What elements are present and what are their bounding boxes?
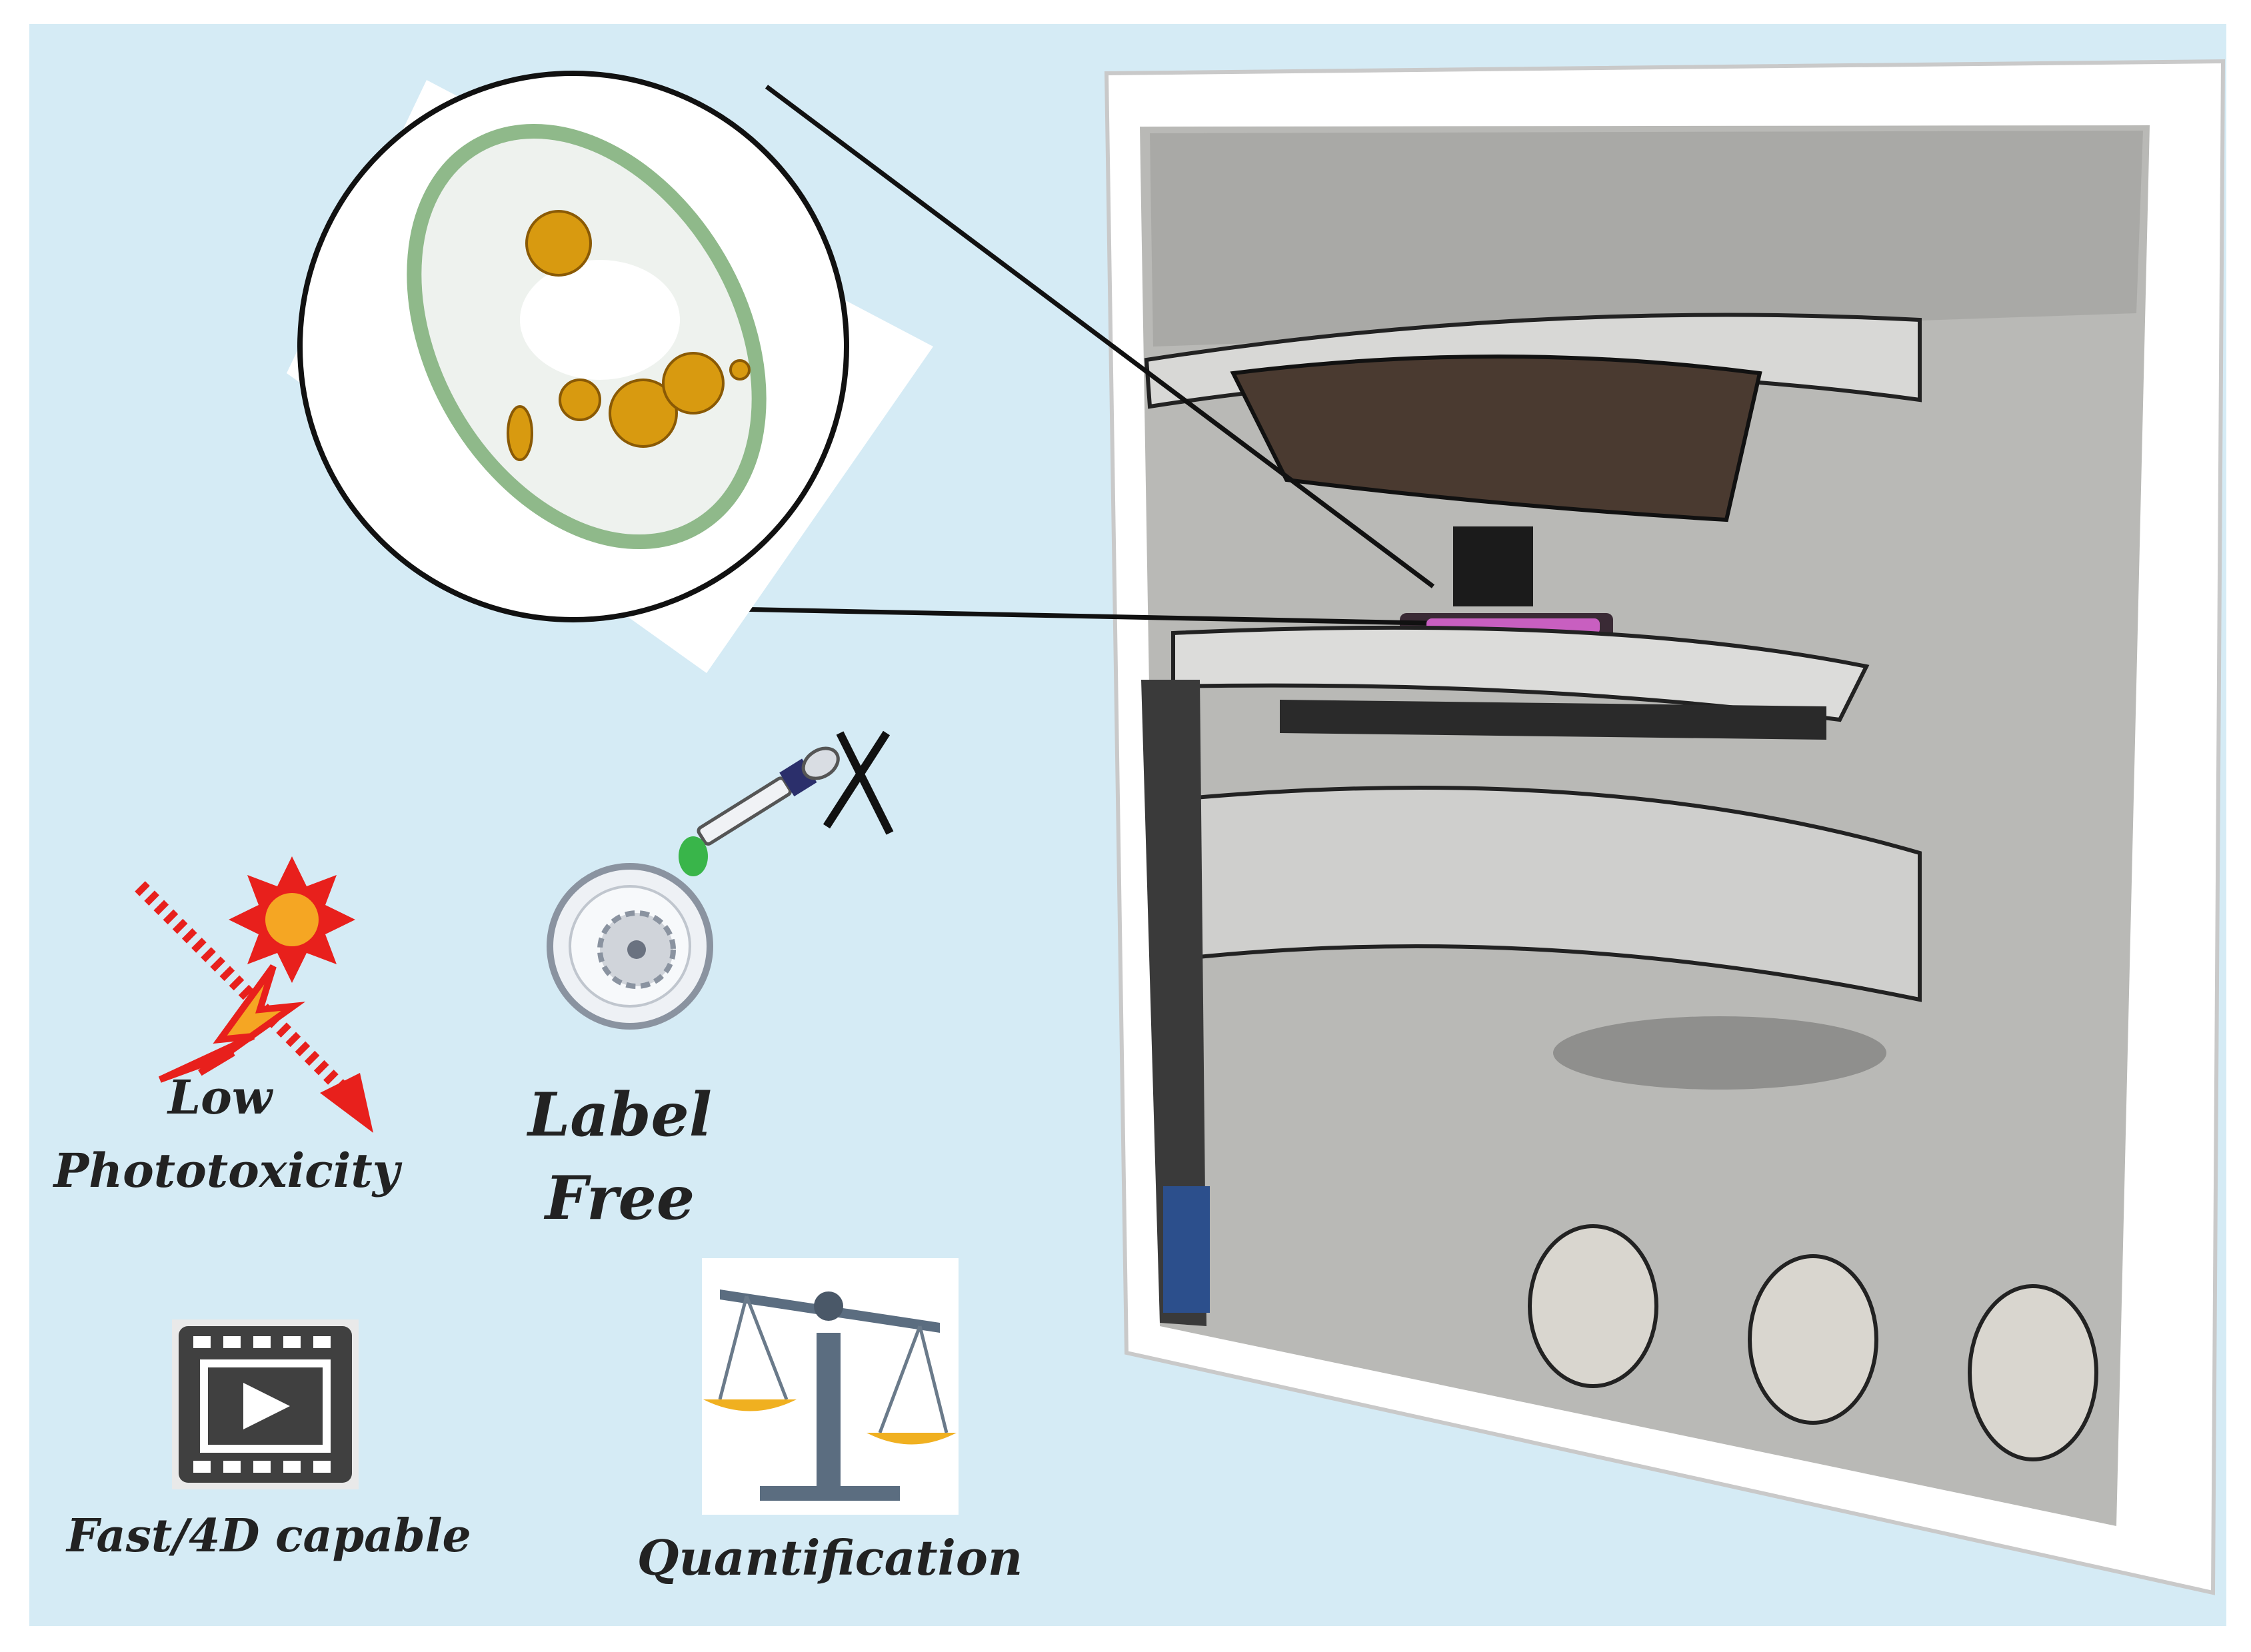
knobs (1528, 1224, 2098, 1461)
laser-arrowhead (320, 1073, 373, 1133)
film-play-icon (172, 1319, 359, 1489)
right-pan (867, 1433, 957, 1445)
knob-1 (1528, 1224, 1658, 1388)
knob-3 (1968, 1284, 2098, 1461)
blue-object (1163, 1186, 1210, 1313)
stage-dark-bar (1280, 700, 1826, 740)
sun-laser-bolt-icon (135, 856, 373, 1133)
low-phototoxicity-label-line2: Phototoxicity (53, 1143, 400, 1198)
stage-plate (1171, 625, 1870, 722)
cell-zoom-circle (287, 71, 933, 673)
dropper-icon (697, 746, 840, 846)
scale-base (760, 1486, 900, 1501)
fast-4d-label: Fast/4D capable (67, 1509, 471, 1563)
cross-mark-icon (823, 730, 894, 835)
cell-vacuole (520, 260, 680, 380)
quantification-label: Quantification (637, 1529, 1023, 1586)
low-phototoxicity-label-line1: Low (167, 1070, 273, 1125)
laser-beam (135, 881, 352, 1098)
balance-scale-icon (702, 1258, 959, 1515)
condenser-dark (1230, 355, 1762, 522)
objective (1453, 526, 1533, 606)
label-free-label-line1: Label (528, 1080, 712, 1150)
shadow-spot (1553, 1016, 1886, 1090)
scale-pillar (817, 1333, 841, 1489)
label-free-label-line2: Free (545, 1163, 695, 1234)
lower-chamber (1171, 786, 1922, 1002)
lightning-bolt-icon (158, 964, 306, 1083)
cell-nuclei (507, 210, 751, 461)
instrument-top-body (1150, 131, 2143, 347)
petri-dish-dropper-crossed-icon (547, 730, 894, 1030)
green-drop (679, 836, 708, 876)
sun-icon (229, 856, 355, 983)
play-icon (243, 1383, 290, 1429)
knob-2 (1748, 1254, 1878, 1425)
left-pan (703, 1399, 797, 1411)
microscope-photo (1104, 59, 2226, 1595)
left-dark-side (1141, 680, 1206, 1326)
